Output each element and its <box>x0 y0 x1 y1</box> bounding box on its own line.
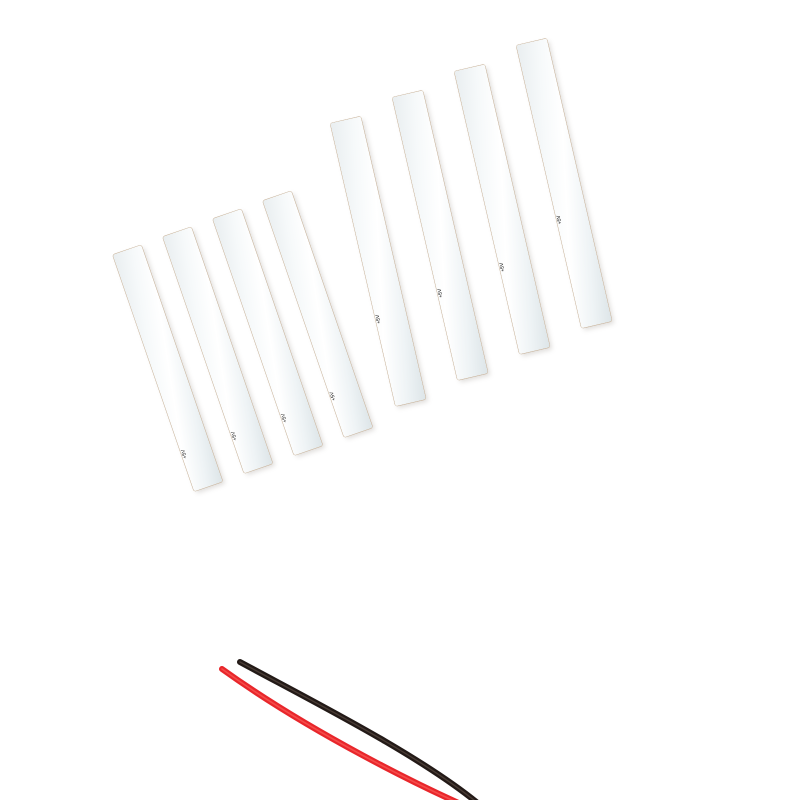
positive-wire-highlight <box>221 668 454 800</box>
negative-wire-highlight <box>239 661 475 800</box>
wire-harness <box>219 659 479 800</box>
